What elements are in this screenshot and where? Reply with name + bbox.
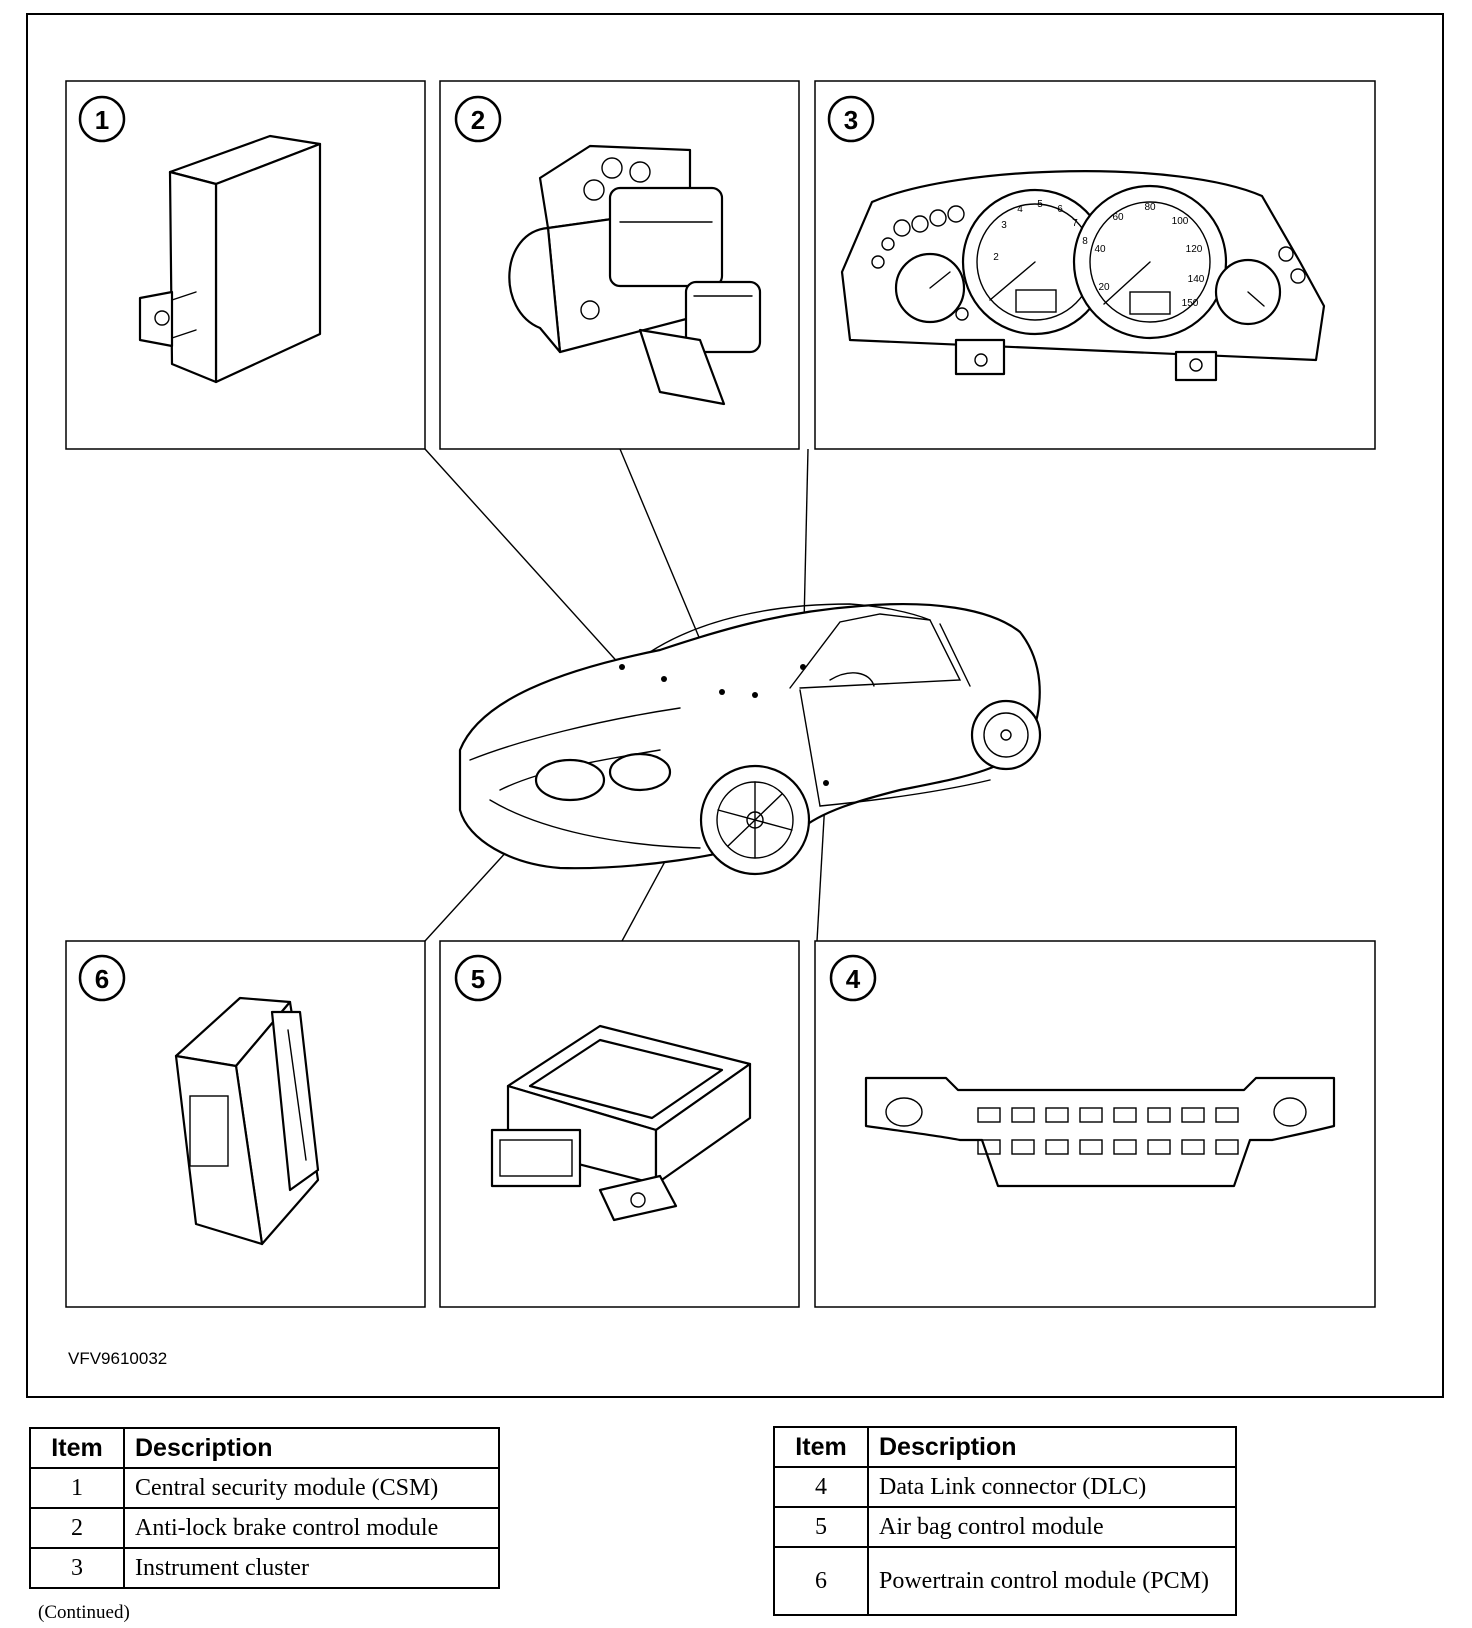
callout-number: 6 [95, 964, 109, 994]
table-row: 5 Air bag control module [773, 1506, 1237, 1548]
item-number: 1 [29, 1467, 125, 1509]
tach-label: 6 [1057, 204, 1063, 215]
leader-line-1 [424, 448, 623, 668]
item-description: Instrument cluster [123, 1547, 500, 1589]
item-number: 3 [29, 1547, 125, 1589]
air-bag-module-icon [490, 1024, 752, 1222]
instrument-cluster-icon: 2 3 4 5 6 7 8 20 40 60 80 100 120 140 15… [840, 170, 1326, 382]
callout-number: 4 [846, 964, 861, 994]
table-row: 6 Powertrain control module (PCM) [773, 1546, 1237, 1616]
speedo-label: 40 [1094, 244, 1106, 255]
figure-id: VFV9610032 [68, 1349, 168, 1368]
item-header: Item [29, 1427, 125, 1469]
tach-label: 8 [1082, 236, 1088, 247]
continued-note: (Continued) [38, 1602, 130, 1623]
tach-label: 3 [1001, 220, 1007, 231]
legend-table-right: Item Description 4 Data Link connector (… [773, 1426, 1237, 1616]
description-header: Description [123, 1427, 500, 1469]
table-header-row: Item Description [29, 1427, 500, 1469]
description-header: Description [867, 1426, 1237, 1468]
abs-module-icon [508, 144, 762, 406]
tach-label: 4 [1017, 204, 1023, 215]
data-link-connector-icon [864, 1076, 1336, 1188]
callout-number: 3 [844, 105, 858, 135]
legend-table-left: Item Description 1 Central security modu… [29, 1427, 500, 1589]
coupe-car-icon [458, 602, 1042, 876]
speedo-label: 140 [1188, 274, 1205, 285]
callout-6: 6 [78, 954, 126, 1002]
speedo-label: 150 [1182, 298, 1199, 309]
callout-4: 4 [829, 954, 877, 1002]
callout-number: 1 [95, 105, 109, 135]
callout-3: 3 [827, 95, 875, 143]
panel-1 [65, 80, 426, 450]
table-header-row: Item Description [773, 1426, 1237, 1468]
speedo-label: 100 [1172, 216, 1189, 227]
callout-2: 2 [454, 95, 502, 143]
item-number: 5 [773, 1506, 869, 1548]
tach-label: 5 [1037, 199, 1043, 210]
table-row: 3 Instrument cluster [29, 1547, 500, 1589]
item-description: Anti-lock brake control module [123, 1507, 500, 1549]
item-description: Air bag control module [867, 1506, 1237, 1548]
speedo-label: 80 [1144, 202, 1156, 213]
speedo-label: 60 [1112, 212, 1124, 223]
table-row: 2 Anti-lock brake control module [29, 1507, 500, 1549]
callout-1: 1 [78, 95, 126, 143]
figure-frame [26, 13, 1444, 1398]
callout-number: 2 [471, 105, 485, 135]
central-security-module-icon [138, 134, 322, 384]
tach-label: 2 [993, 252, 999, 263]
item-description: Powertrain control module (PCM) [867, 1546, 1237, 1616]
callout-number: 5 [471, 964, 485, 994]
item-description: Central security module (CSM) [123, 1467, 500, 1509]
item-number: 6 [773, 1546, 869, 1616]
speedo-label: 120 [1186, 244, 1203, 255]
item-number: 4 [773, 1466, 869, 1508]
pcm-icon [174, 996, 320, 1246]
item-number: 2 [29, 1507, 125, 1549]
speedo-label: 20 [1098, 282, 1110, 293]
callout-5: 5 [454, 954, 502, 1002]
item-description: Data Link connector (DLC) [867, 1466, 1237, 1508]
table-row: 1 Central security module (CSM) [29, 1467, 500, 1509]
tach-label: 7 [1072, 218, 1078, 229]
table-row: 4 Data Link connector (DLC) [773, 1466, 1237, 1508]
item-header: Item [773, 1426, 869, 1468]
